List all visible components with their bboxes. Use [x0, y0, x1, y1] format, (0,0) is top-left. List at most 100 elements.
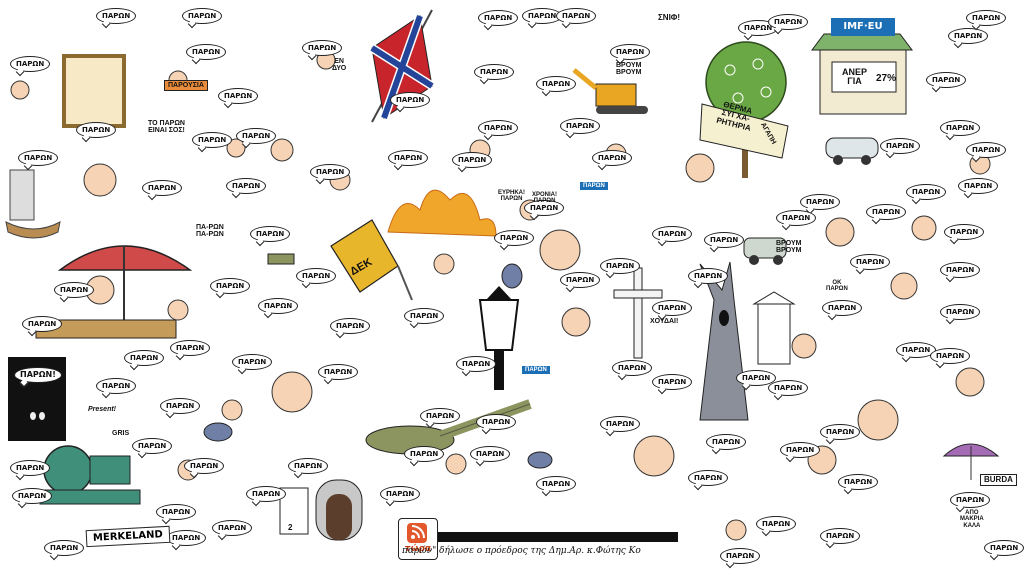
speech-bubble: ΠΑΡΩΝ [288, 458, 329, 474]
speech-bubble: ΠΑΡΩΝ [776, 210, 817, 226]
speech-bubble: ΠΑΡΩΝ [404, 308, 445, 324]
tree-icon [699, 41, 789, 178]
speech-bubble: ΠΑΡΩΝ [556, 8, 597, 24]
speech-bubble: ΠΑΡΩΝ [780, 442, 821, 458]
speech-bubble: ΠΑΡΩΝ [800, 194, 841, 210]
speech-bubble: ΠΑΡΩΝ [96, 378, 137, 394]
speech-bubble: ΠΑΡΩΝ [592, 150, 633, 166]
en-dyo-text: ΕΝ ΔΥΟ [332, 58, 347, 73]
speech-bubble: ΠΑΡΩΝ [156, 504, 197, 520]
excavator-icon [572, 68, 648, 114]
paron-plaque: ΠΑΡΩΝ [580, 182, 608, 191]
speech-bubble: ΠΑΡΩΝ [44, 540, 85, 556]
portrait-frame-icon [62, 54, 126, 128]
ticker-bar [438, 532, 678, 542]
speech-bubble: ΠΑΡΩΝ [96, 8, 137, 24]
speech-bubble: ΠΑΡΩΝ [22, 316, 63, 332]
speech-bubble: ΠΑΡΩΝ [944, 224, 985, 240]
speech-bubble: ΠΑΡΩΝ [880, 138, 921, 154]
speech-bubble: ΠΑΡΩΝ [494, 230, 535, 246]
speech-bubble: ΠΑΡΩΝ [10, 460, 51, 476]
watchtower-icon [752, 291, 796, 365]
speech-bubble: ΠΑΡΩΝ [210, 278, 251, 294]
speech-bubble: ΠΑΡΩΝ [822, 300, 863, 316]
dead-tree-icon [699, 261, 749, 421]
speech-bubble: ΠΑΡΩΝ [246, 486, 287, 502]
tora-label: τώρα [404, 544, 432, 554]
speech-bubble: ΠΑΡΩΝ [12, 488, 53, 504]
speech-bubble: ΠΑΡΩΝ [966, 142, 1007, 158]
speech-bubble: ΠΑΡΩΝ [536, 76, 577, 92]
speech-bubble: ΠΑΡΩΝ [610, 44, 651, 60]
black-panel: ΠΑΡΩΝ! [8, 357, 66, 441]
to-paron-text: ΤΟ ΠΑΡΩΝ ΕΙΝΑΙ ΣΟΣ! [148, 120, 185, 135]
speech-bubble: ΠΑΡΩΝ [820, 424, 861, 440]
speech-bubble: ΠΑΡΩΝ [310, 164, 351, 180]
speech-bubble: ΠΑΡΩΝ [420, 408, 461, 424]
speech-bubble: ΠΑΡΩΝ [380, 486, 421, 502]
speech-bubble: ΠΑΡΩΝ [866, 204, 907, 220]
speech-bubble: ΠΑΡΩΝ [54, 282, 95, 298]
speech-bubble: ΠΑΡΩΝ [600, 258, 641, 274]
speech-bubble: ΠΑΡΩΝ [706, 434, 747, 450]
speech-bubble: ΠΑΡΩΝ [250, 226, 291, 242]
speech-bubble: ΠΑΡΩΝ [652, 300, 693, 316]
speech-bubble: ΠΑΡΩΝ [166, 530, 207, 546]
speech-bubble: ΠΑΡΩΝ [906, 184, 947, 200]
speech-bubble: ΠΑΡΩΝ [768, 380, 809, 396]
speech-bubble: ΠΑΡΩΝ [536, 476, 577, 492]
speech-bubble: ΠΑΡΩΝ [470, 446, 511, 462]
speech-bubble: ΠΑΡΩΝ [330, 318, 371, 334]
speech-bubble: ΠΑΡΩΝ [768, 14, 809, 30]
speech-bubble: ΠΑΡΩΝ [388, 150, 429, 166]
speech-bubble: ΠΑΡΩΝ [182, 8, 223, 24]
speech-bubble: ΠΑΡΩΝ [524, 200, 565, 216]
speech-bubble: ΠΑΡΩΝ [688, 470, 729, 486]
ok-paron-text: ΟΚ ΠΑΡΩΝ [826, 280, 848, 293]
aner-gia-sign: ΑΝΕΡ ΓΙΑ [842, 67, 868, 87]
speech-bubble: ΠΑΡΩΝ [456, 356, 497, 372]
rss-icon [407, 523, 427, 543]
speech-bubble: ΠΑΡΩΝ [18, 150, 59, 166]
eyes-icon [30, 412, 46, 420]
tora-logo: τώρα [398, 518, 438, 560]
speech-bubble: ΠΑΡΩΝ [966, 10, 1007, 26]
page-number: 2 [288, 523, 293, 532]
umbrella-icon [942, 443, 1000, 480]
speech-bubble: ΠΑΡΩΝ [76, 122, 117, 138]
xpomei-text: ΧΡΟΝΙΑ! ΠΑΡΩΝ [532, 192, 558, 205]
speech-bubble: ΠΑΡΩΝ [132, 438, 173, 454]
speech-bubble: ΠΑΡΩΝ [984, 540, 1024, 556]
present-text: Present! [88, 406, 117, 413]
speech-bubble: ΠΑΡΩΝ [10, 56, 51, 72]
speech-bubble: ΠΑΡΩΝ [452, 152, 493, 168]
speech-bubble: ΠΑΡΩΝ [478, 10, 519, 26]
pa-ron-text: ΠΑ-ΡΩΝ ΠΑ-ΡΩΝ [196, 224, 224, 239]
speech-bubble: ΠΑΡΩΝ [820, 528, 861, 544]
apo-makria-text: ΑΠΟ ΜΑΚΡΙΑ ΚΑΛΑ [960, 510, 984, 529]
speech-bubble: ΠΑΡΩΝ! [14, 367, 62, 383]
dek-banner-icon [330, 219, 413, 301]
speech-bubble: ΠΑΡΩΝ [940, 262, 981, 278]
street-lamp-icon [478, 286, 520, 390]
speech-bubble: ΠΑΡΩΝ [612, 360, 653, 376]
vroym-text: ΒΡΟΥΜ ΒΡΟΥΜ [616, 62, 642, 77]
speech-bubble: ΠΑΡΩΝ [318, 364, 359, 380]
xoudai-text: ΧΟΥΔΑΙ! [650, 318, 679, 325]
speech-bubble: ΠΑΡΩΝ [296, 268, 337, 284]
speech-bubble: ΠΑΡΩΝ [160, 398, 201, 414]
vroym-text: ΒΡΟΥΜ ΒΡΟΥΜ [776, 240, 802, 255]
speech-bubble: ΠΑΡΩΝ [838, 474, 879, 490]
percent-sign: 27% [876, 73, 897, 84]
speech-bubble: ΠΑΡΩΝ [170, 340, 211, 356]
speech-bubble: ΠΑΡΩΝ [218, 88, 259, 104]
kiosk-icon [811, 33, 913, 115]
crucifix-icon [613, 267, 663, 359]
speech-bubble: ΠΑΡΩΝ [212, 520, 253, 536]
speech-bubble: ΠΑΡΩΝ [192, 132, 233, 148]
speech-bubble: ΠΑΡΩΝ [652, 226, 693, 242]
news-ticker: τώρα παρών" δήλωσε ο πρόεδρος της Δημ.Αρ… [398, 518, 680, 560]
speech-bubble: ΠΑΡΩΝ [720, 548, 761, 564]
evraka-text: ΕΥΡΗΚΑ! ΠΑΡΩΝ [498, 190, 526, 203]
